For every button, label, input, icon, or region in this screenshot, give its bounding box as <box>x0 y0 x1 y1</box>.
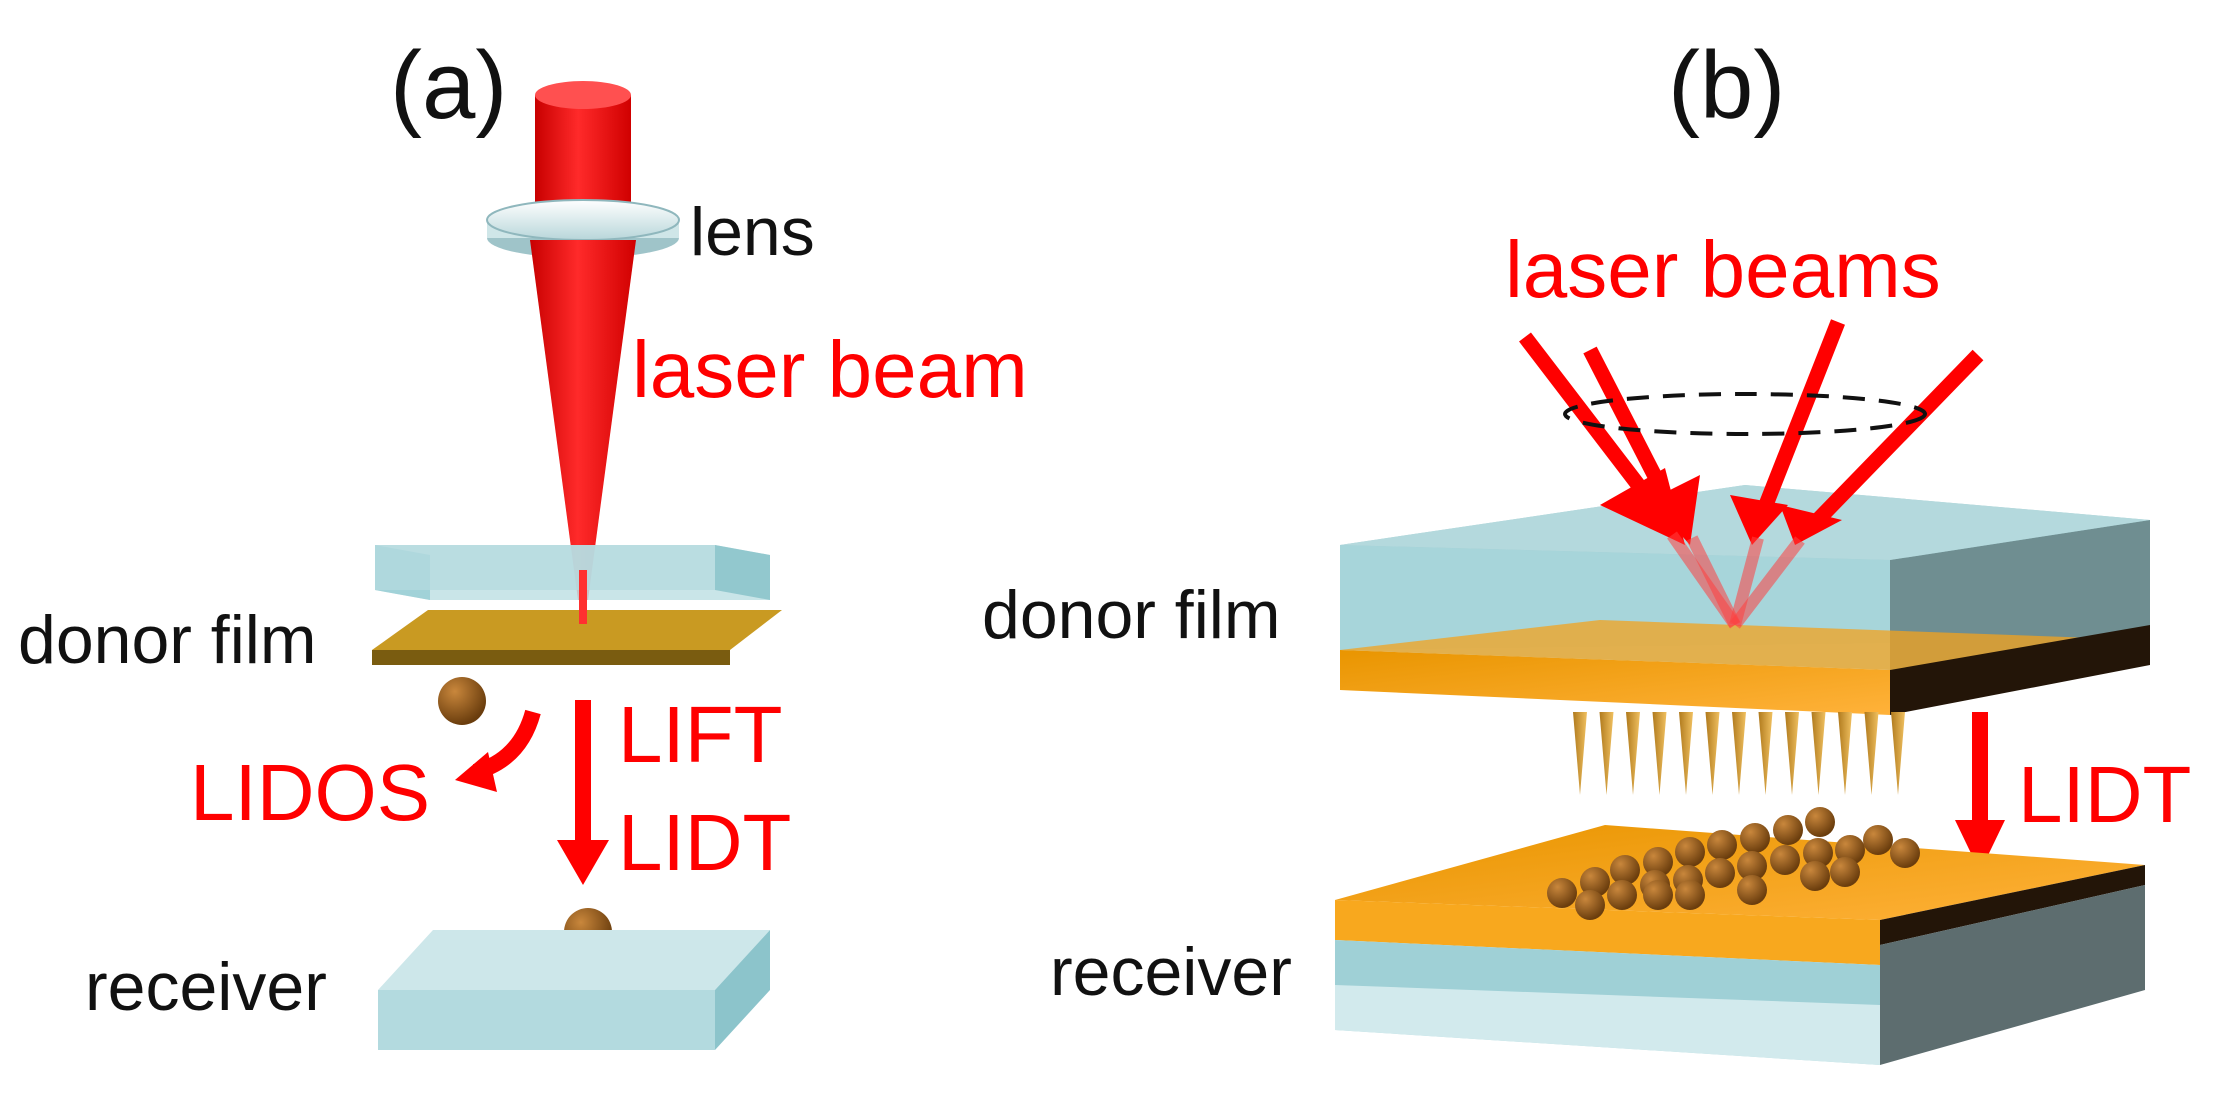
deposited-particle <box>1575 890 1605 920</box>
beam-cone-dashed-ellipse <box>1563 392 1927 436</box>
deposited-particle <box>1737 875 1767 905</box>
lidt-arrow-shaft-b <box>1972 712 1988 822</box>
laser-converge-2 <box>1686 535 1741 628</box>
deposited-particle <box>1773 815 1803 845</box>
lift-lidt-arrow-shaft <box>575 700 591 845</box>
deposited-particle <box>1610 855 1640 885</box>
deposited-particle <box>1800 861 1830 891</box>
ejected-jet <box>1838 712 1852 795</box>
ejected-jet <box>1679 712 1693 795</box>
lift-label: LIFT <box>618 690 782 779</box>
lidt-label-b: LIDT <box>2018 750 2191 839</box>
laser-beams-arrows <box>1519 319 1984 629</box>
deposited-particle <box>1607 880 1637 910</box>
ejected-jet <box>1573 712 1587 795</box>
panel-a: (a) lens laser beam donor f <box>18 32 1028 1050</box>
deposited-particle <box>1547 878 1577 908</box>
laser-beams-label: laser beams <box>1505 225 1941 314</box>
deposited-particle <box>1675 880 1705 910</box>
laser-arrowhead-1 <box>1600 468 1685 545</box>
lidos-label: LIDOS <box>190 748 430 837</box>
ejected-jet <box>1732 712 1746 795</box>
ejected-jet <box>1705 712 1720 795</box>
ejected-jet <box>1891 712 1905 795</box>
receiver-block-a <box>378 930 770 1050</box>
deposited-particle <box>1830 857 1860 887</box>
laser-beam-3 <box>1753 319 1845 523</box>
deposited-particle <box>1580 867 1610 897</box>
receiver-label-a: receiver <box>85 949 327 1025</box>
laser-arrowhead-3 <box>1730 495 1788 545</box>
deposited-particle <box>1705 858 1735 888</box>
deposited-particle <box>1740 823 1770 853</box>
deposited-particle <box>1707 830 1737 860</box>
deposited-particle <box>1737 851 1767 881</box>
laser-arrowhead-2 <box>1650 475 1700 545</box>
laser-beam-4 <box>1804 349 1984 534</box>
ejected-jet <box>1626 712 1640 795</box>
panel-b-label: (b) <box>1668 32 1785 139</box>
donor-film-label-a: donor film <box>18 602 317 678</box>
deposited-particle <box>1863 825 1893 855</box>
ejected-jet <box>1864 712 1879 795</box>
deposited-particle <box>1803 838 1833 868</box>
orange-film-donor <box>1340 620 2150 715</box>
ejected-jets <box>1573 712 1905 795</box>
ejected-jet <box>1785 712 1799 795</box>
lidt-label-a: LIDT <box>618 798 791 887</box>
ejected-jet <box>1652 712 1667 795</box>
donor-film-block <box>375 545 770 600</box>
ejected-jet <box>1811 712 1826 795</box>
panel-a-label: (a) <box>390 32 507 139</box>
deposited-particle <box>1643 847 1673 877</box>
lift-lidt-arrowhead <box>557 840 609 885</box>
deposited-particle <box>1890 838 1920 868</box>
gold-film-layer <box>372 610 782 665</box>
laser-focus-spot <box>579 570 587 624</box>
deposited-particle <box>1643 880 1673 910</box>
lidos-arrowhead <box>455 752 497 792</box>
laser-converge-4 <box>1730 536 1805 629</box>
particle-lidos <box>438 677 486 725</box>
ejected-jet <box>1599 712 1614 795</box>
laser-beam-label: laser beam <box>632 325 1028 414</box>
deposited-particles <box>1547 807 1920 920</box>
deposited-particle <box>1675 837 1705 867</box>
lens-label: lens <box>690 194 815 270</box>
receiver-label-b: receiver <box>1050 934 1292 1010</box>
deposited-particle <box>1770 845 1800 875</box>
panel-b: (b) laser beams <box>982 32 2191 1065</box>
donor-film-label-b: donor film <box>982 577 1281 653</box>
deposited-particle <box>1805 807 1835 837</box>
lidt-arrowhead-b <box>1955 820 2005 872</box>
ejected-jet <box>1758 712 1773 795</box>
laser-arrowhead-4 <box>1780 505 1842 545</box>
laser-beam-cone <box>530 240 636 600</box>
